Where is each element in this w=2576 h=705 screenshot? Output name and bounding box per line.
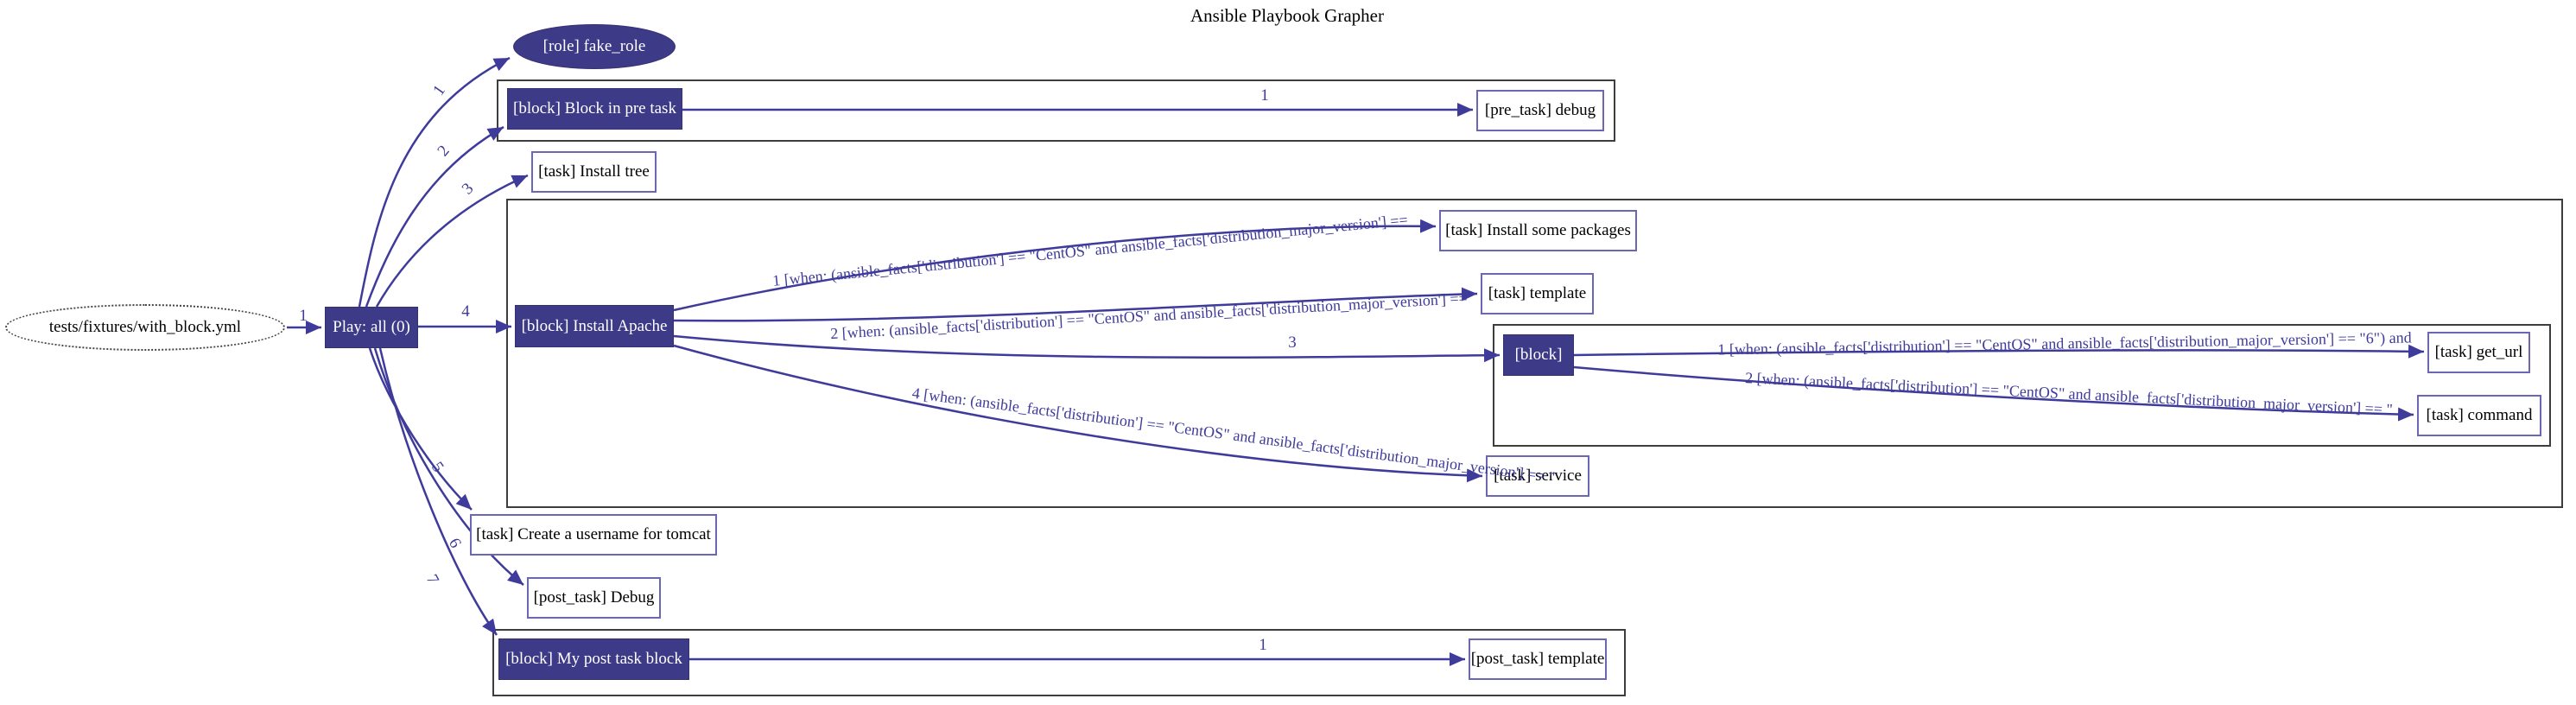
node-label: [task] Install some packages (1445, 221, 1631, 239)
edge-label-block-pre-to-debug: 1 (1260, 86, 1269, 105)
edge-play-to-create-username (368, 347, 473, 511)
edge-block-to-get-url (1573, 344, 2425, 359)
edge-play-to-post-debug (373, 347, 524, 586)
graph-title: Ansible Playbook Grapher (1190, 5, 1384, 26)
node-role-fake-role[interactable]: [role] fake_role (513, 24, 676, 69)
node-label: [task] get_url (2434, 343, 2523, 361)
node-task-command[interactable]: [task] command (2417, 395, 2541, 436)
node-label: [role] fake_role (542, 37, 646, 55)
edge-apache-to-service (673, 344, 1483, 483)
node-task-install-tree[interactable]: [task] Install tree (531, 151, 657, 193)
edge-play-to-block-pre (365, 125, 504, 308)
edge-play-to-block-post (378, 347, 498, 636)
node-block-post-task[interactable]: [block] My post task block (498, 638, 689, 680)
node-post-task-debug[interactable]: [post_task] Debug (527, 577, 661, 619)
edge-play-to-install-tree (375, 174, 529, 308)
node-label: [block] My post task block (505, 650, 682, 668)
node-label: [post_task] Debug (533, 588, 655, 607)
node-label: [task] Install tree (538, 162, 650, 181)
node-playbook-root[interactable]: tests/fixtures/with_block.yml (5, 304, 285, 351)
node-label: [task] service (1494, 467, 1582, 485)
node-task-create-username[interactable]: [task] Create a username for tomcat (470, 514, 717, 556)
edge-apache-to-packages (673, 219, 1437, 312)
edge-play-to-role (358, 56, 511, 308)
node-label: [block] Block in pre task (513, 99, 676, 118)
node-block-pre-task[interactable]: [block] Block in pre task (507, 88, 682, 130)
cluster-post-task-block (492, 629, 1626, 696)
node-label: [pre_task] debug (1484, 101, 1596, 119)
node-block-nested[interactable]: [block] (1503, 334, 1574, 376)
node-play[interactable]: Play: all (0) (325, 307, 418, 348)
node-task-template[interactable]: [task] template (1481, 273, 1594, 314)
node-label: [post_task] template (1470, 650, 1605, 668)
cluster-install-apache-block (506, 199, 2563, 508)
node-label: [task] command (2426, 406, 2533, 424)
node-label: [block] Install Apache (521, 316, 668, 335)
node-label: [block] (1514, 346, 1563, 364)
edge-block-to-command (1573, 365, 2414, 422)
node-block-install-apache[interactable]: [block] Install Apache (515, 305, 674, 347)
cluster-nested-block (1493, 324, 2551, 447)
node-post-task-template[interactable]: [post_task] template (1469, 638, 1607, 680)
node-task-get-url[interactable]: [task] get_url (2427, 332, 2530, 373)
edge-apache-to-template (673, 287, 1478, 322)
node-label: [task] Create a username for tomcat (476, 525, 711, 543)
node-pre-task-debug[interactable]: [pre_task] debug (1476, 90, 1604, 131)
node-label: Play: all (0) (333, 318, 410, 336)
edge-label-root-to-play: 1 (299, 307, 308, 325)
edge-apache-to-block (673, 334, 1501, 363)
cluster-pre-task-block (497, 79, 1615, 142)
edge-label-block-post-to-template: 1 (1259, 636, 1267, 654)
node-label: tests/fixtures/with_block.yml (48, 318, 242, 336)
edge-label-play-to-install-apache: 4 (461, 302, 470, 321)
node-task-service[interactable]: [task] service (1486, 455, 1589, 497)
node-label: [task] template (1488, 284, 1587, 302)
node-task-install-some-packages[interactable]: [task] Install some packages (1439, 210, 1637, 251)
edge-label-apache-to-block: 3 (1288, 333, 1297, 352)
